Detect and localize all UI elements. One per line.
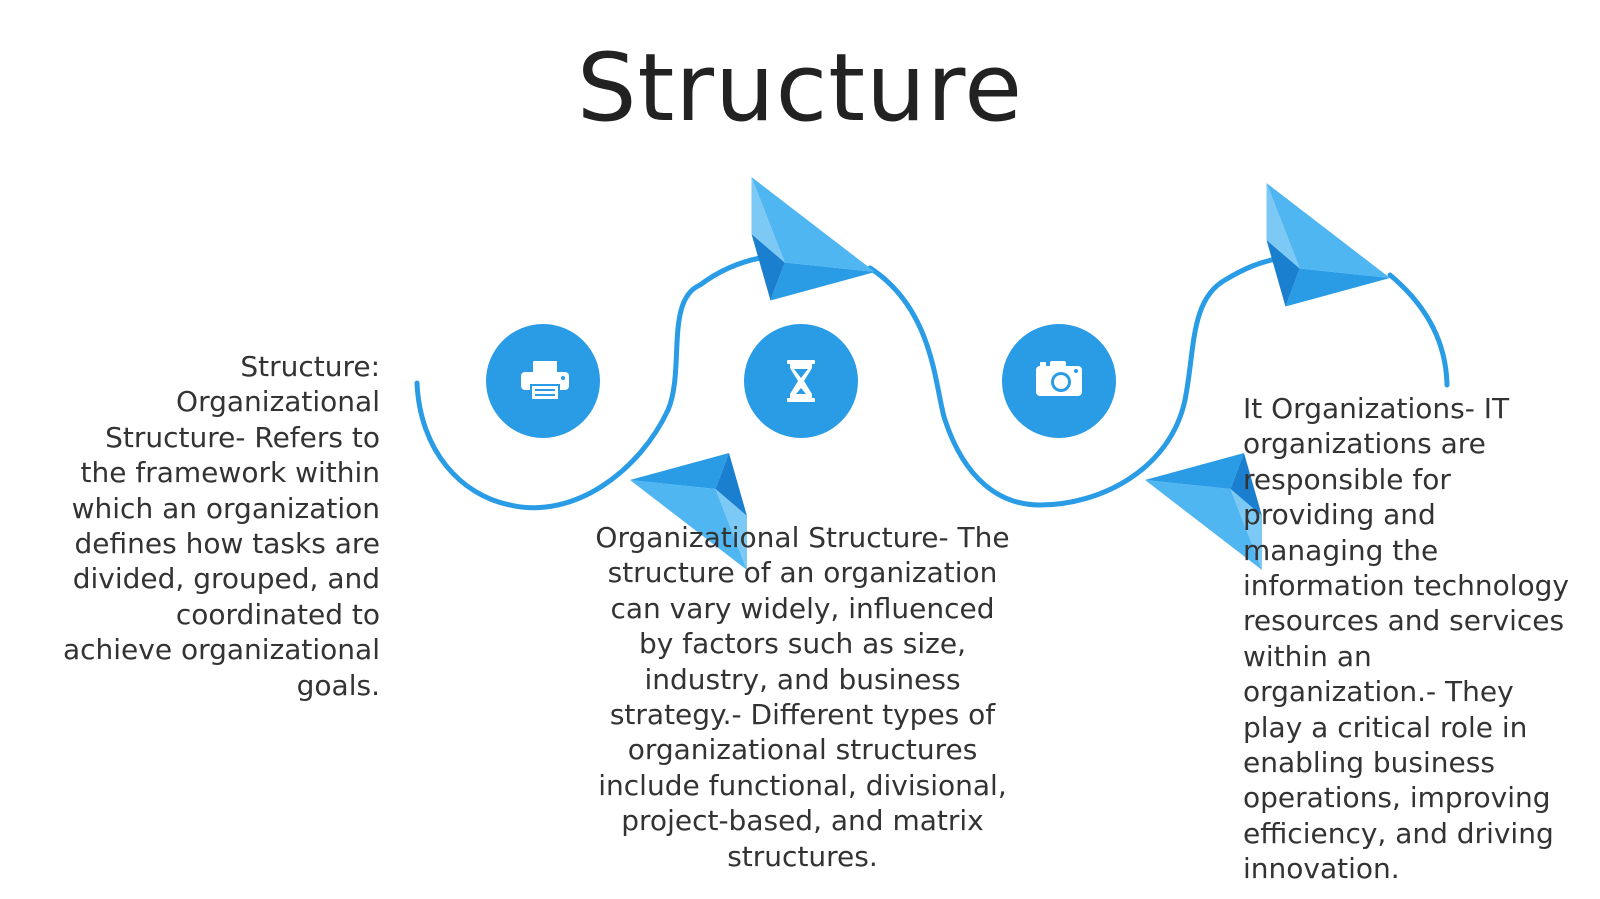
text-block-left: Structure: Organizational Structure- Ref…: [62, 350, 380, 702]
camera-icon: [1036, 361, 1082, 396]
slide-title: Structure: [576, 34, 1024, 143]
wave-curve-right-tail: [1387, 272, 1450, 388]
wave-curve-left-bottom: [414, 255, 763, 511]
printer-icon: [521, 361, 569, 400]
text-block-center: Organizational Structure- The structure …: [595, 521, 1010, 873]
hourglass-icon: [787, 360, 815, 402]
text-block-right: It Organizations- IT organizations are r…: [1243, 392, 1569, 886]
wave-curve-middle: [867, 255, 1283, 508]
